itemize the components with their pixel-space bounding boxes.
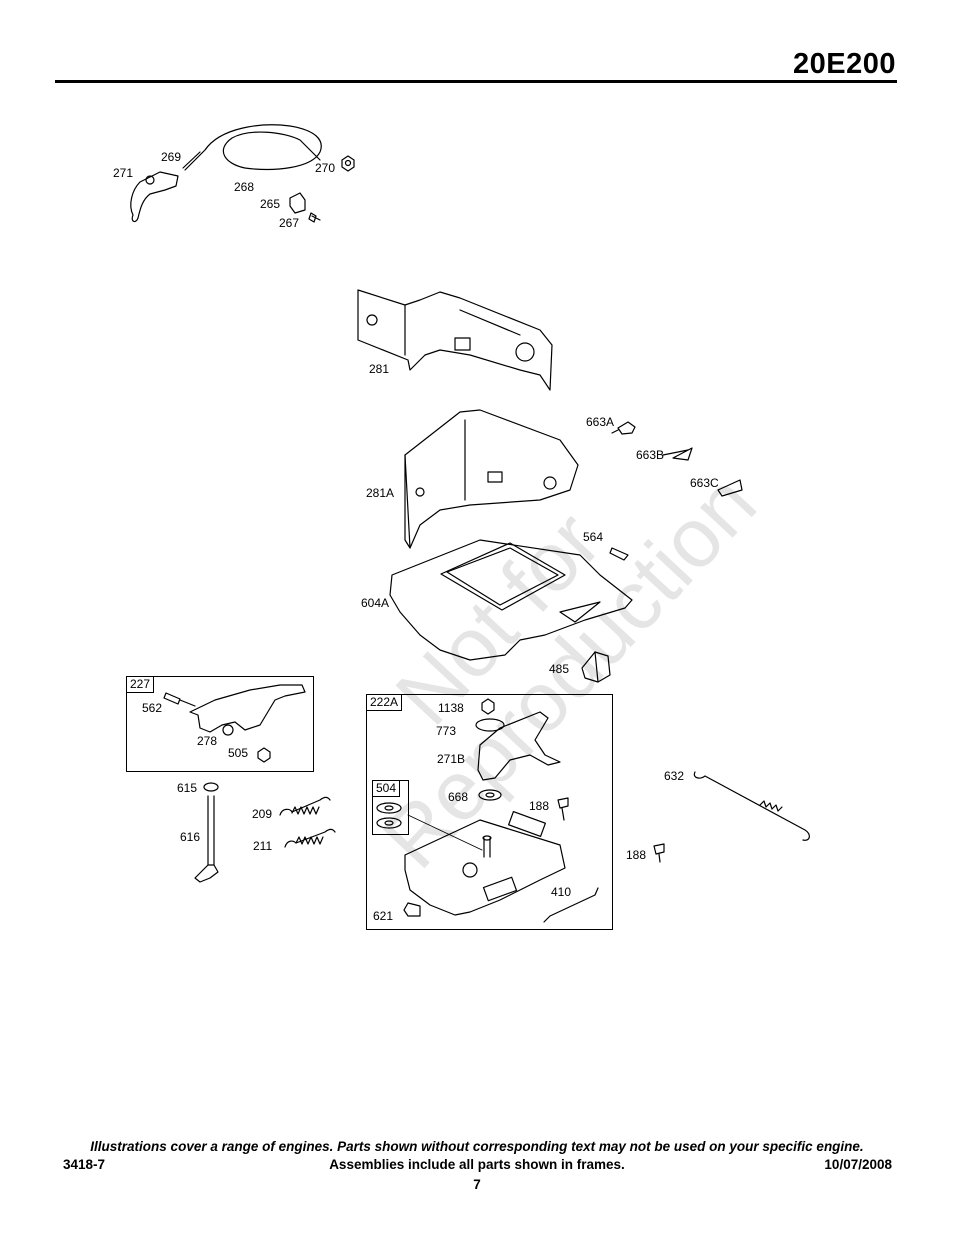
part-label-663C: 663C <box>690 476 719 490</box>
part-label-773: 773 <box>436 724 457 738</box>
part-label-668: 668 <box>448 790 469 804</box>
part-188-drawing <box>653 843 665 863</box>
part-label-604A: 604A <box>361 596 390 610</box>
part-632-drawing <box>693 771 810 841</box>
part-270-drawing <box>341 155 355 172</box>
frame-222A-drawing <box>403 698 599 923</box>
part-label-188-inner: 188 <box>529 799 550 813</box>
part-271-drawing <box>130 171 179 223</box>
part-267-drawing <box>308 212 321 223</box>
part-label-564: 564 <box>583 530 604 544</box>
part-label-278: 278 <box>197 734 218 748</box>
part-265-drawing <box>289 192 306 214</box>
footer-note: Illustrations cover a range of engines. … <box>90 1139 864 1154</box>
part-label-268: 268 <box>234 180 255 194</box>
part-label-562: 562 <box>142 701 163 715</box>
part-springs-drawing <box>279 796 336 848</box>
part-label-505: 505 <box>228 746 249 760</box>
part-604A-drawing <box>389 539 633 661</box>
part-label-663B: 663B <box>636 448 665 462</box>
part-label-281A: 281A <box>366 486 395 500</box>
part-label-269: 269 <box>161 150 182 164</box>
frame-504-tag: 504 <box>373 781 401 797</box>
frame-227-tag: 227 <box>127 677 155 693</box>
part-label-1138: 1138 <box>438 701 464 715</box>
part-label-616: 616 <box>180 830 201 844</box>
frame-504: 504 <box>372 780 409 835</box>
part-label-188-outer: 188 <box>626 848 647 862</box>
part-label-485: 485 <box>549 662 570 676</box>
page-number: 7 <box>473 1177 481 1192</box>
part-label-271: 271 <box>113 166 134 180</box>
part-281-drawing <box>357 289 553 391</box>
part-label-632: 632 <box>664 769 685 783</box>
frame-227: 227 <box>126 676 314 772</box>
frame-227-drawing <box>163 684 306 763</box>
header-rule <box>55 80 897 83</box>
frame-222A: 222A <box>366 694 613 930</box>
part-281A-drawing <box>404 409 579 549</box>
frame-504-drawing <box>376 802 483 851</box>
part-label-410: 410 <box>551 885 572 899</box>
part-268-cable-drawing <box>182 124 322 171</box>
part-label-615: 615 <box>177 781 198 795</box>
assemblies-note: Assemblies include all parts shown in fr… <box>329 1157 625 1172</box>
part-label-211: 211 <box>253 839 273 853</box>
part-485-drawing <box>581 651 611 683</box>
doc-date: 10/07/2008 <box>824 1157 892 1172</box>
doc-number: 3418-7 <box>63 1157 106 1172</box>
part-label-267: 267 <box>279 216 300 230</box>
model-number: 20E200 <box>793 48 896 80</box>
part-label-265: 265 <box>260 197 281 211</box>
part-label-663A: 663A <box>586 415 615 429</box>
frame-222A-tag: 222A <box>367 695 403 711</box>
part-663-screws-drawing <box>609 421 743 561</box>
part-label-621: 621 <box>373 909 394 923</box>
part-label-271B: 271B <box>437 752 466 766</box>
part-label-281: 281 <box>369 362 390 376</box>
part-label-270: 270 <box>315 161 336 175</box>
part-616-drawing <box>194 782 219 883</box>
part-label-209: 209 <box>252 807 273 821</box>
